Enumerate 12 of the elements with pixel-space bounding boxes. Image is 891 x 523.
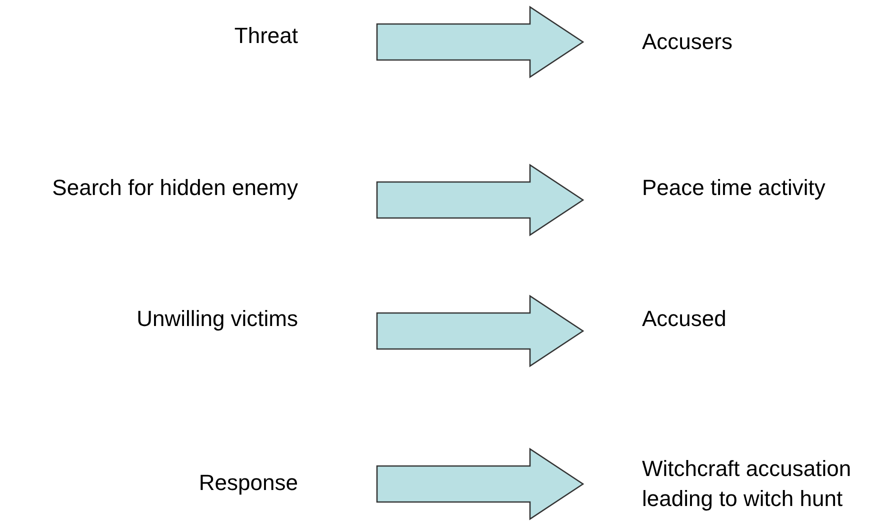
label-text: Response bbox=[198, 469, 298, 497]
label-text: Unwilling victims bbox=[136, 305, 298, 333]
block-arrow bbox=[376, 294, 584, 368]
label-text: Peace time activity bbox=[642, 174, 826, 202]
label-text: Accused bbox=[642, 305, 726, 333]
label-text: Search for hidden enemy bbox=[52, 174, 298, 202]
block-arrow bbox=[376, 448, 584, 520]
block-arrow bbox=[376, 6, 584, 78]
label-text: Threat bbox=[234, 22, 298, 50]
label-text: Witchcraft accusation leading to witch hunt bbox=[642, 455, 852, 513]
label-text: Accusers bbox=[642, 28, 732, 56]
block-arrow bbox=[376, 164, 584, 236]
